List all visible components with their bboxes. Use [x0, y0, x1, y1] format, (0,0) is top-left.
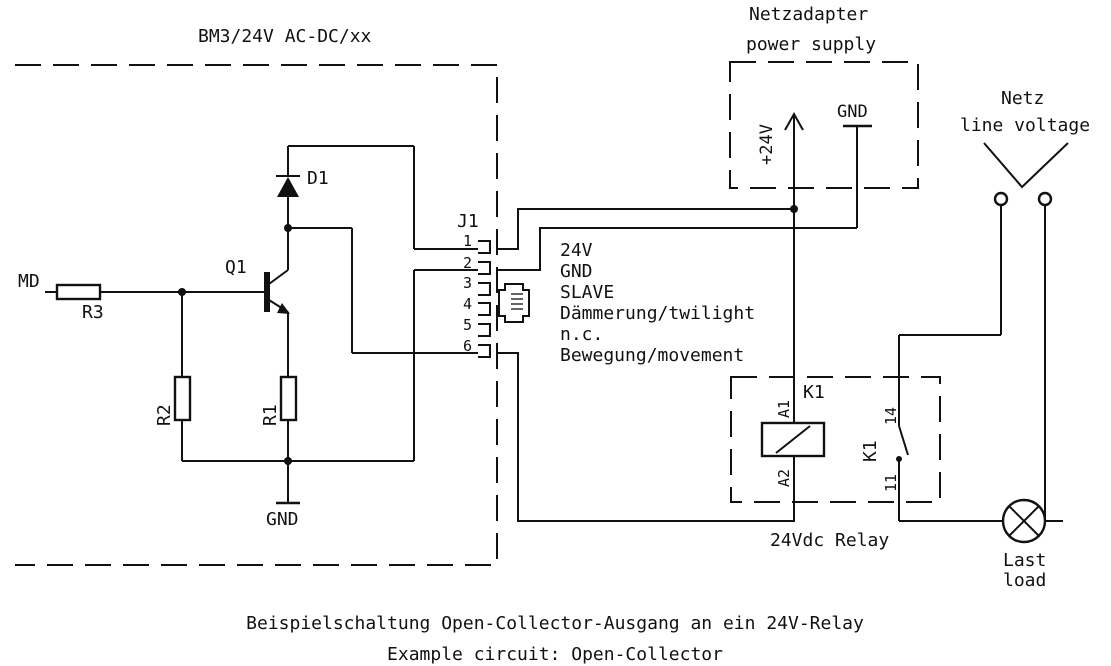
q1-label: Q1 — [225, 257, 247, 278]
gnd-label: GND — [266, 509, 299, 530]
signal-twilight: Dämmerung/twilight — [560, 303, 755, 324]
r2-label: R2 — [154, 404, 175, 426]
signal-slave: SLAVE — [560, 282, 614, 303]
pin-3: 3 — [463, 274, 472, 292]
mains-label-en: line voltage — [960, 115, 1090, 136]
contact-11-label: 11 — [882, 474, 900, 492]
diode-d1 — [277, 177, 299, 197]
resistor-r2 — [173, 375, 192, 422]
pin-4: 4 — [463, 295, 472, 313]
pin-5: 5 — [463, 316, 472, 334]
relay-k1-label: K1 — [803, 382, 825, 403]
rj-socket-icon — [498, 283, 530, 323]
mains-label-de: Netz — [1001, 88, 1044, 109]
mains-arrow — [983, 142, 1069, 189]
module-boundary — [15, 64, 498, 566]
power-supply-box — [729, 61, 919, 189]
coil-a1-label: A1 — [775, 400, 793, 418]
power-supply-label-de: Netzadapter — [749, 4, 868, 25]
supply-gnd-label: GND — [837, 102, 868, 122]
resistor-r3 — [55, 283, 102, 301]
input-md-label: MD — [18, 271, 40, 292]
mains-terminal-l — [993, 191, 1009, 207]
supply-positive-label: +24V — [757, 124, 777, 165]
r1-label: R1 — [260, 404, 281, 426]
contact-pivot-dot — [896, 456, 902, 462]
j1-label: J1 — [457, 211, 479, 232]
pin-2: 2 — [463, 254, 472, 272]
r3-label: R3 — [82, 302, 104, 323]
signal-gnd: GND — [560, 261, 593, 282]
pin-6: 6 — [463, 337, 472, 355]
coil-a2-label: A2 — [775, 469, 793, 487]
relay-switch-contact — [898, 425, 909, 456]
load-label-en: load — [1003, 570, 1046, 591]
contact-14-label: 14 — [882, 407, 900, 425]
relay-box — [730, 376, 941, 503]
caption-en: Example circuit: Open-Collector — [387, 644, 723, 665]
mains-terminal-n — [1037, 191, 1053, 207]
resistor-r1 — [279, 375, 298, 422]
module-title: BM3/24V AC-DC/xx — [198, 26, 372, 47]
load-label-de: Last — [1003, 550, 1046, 571]
d1-label: D1 — [307, 168, 329, 189]
signal-24v: 24V — [560, 240, 593, 261]
transistor-emitter-arrow — [277, 303, 290, 314]
caption-de: Beispielschaltung Open-Collector-Ausgang… — [246, 613, 864, 634]
pin-1: 1 — [463, 232, 472, 250]
connector-j1 — [478, 240, 491, 358]
power-supply-label-en: power supply — [746, 34, 876, 55]
contact-k1-label: K1 — [860, 440, 881, 462]
lamp-load — [1001, 498, 1047, 544]
signal-movement: Bewegung/movement — [560, 345, 744, 366]
signal-nc: n.c. — [560, 324, 603, 345]
relay-caption: 24Vdc Relay — [770, 530, 889, 551]
